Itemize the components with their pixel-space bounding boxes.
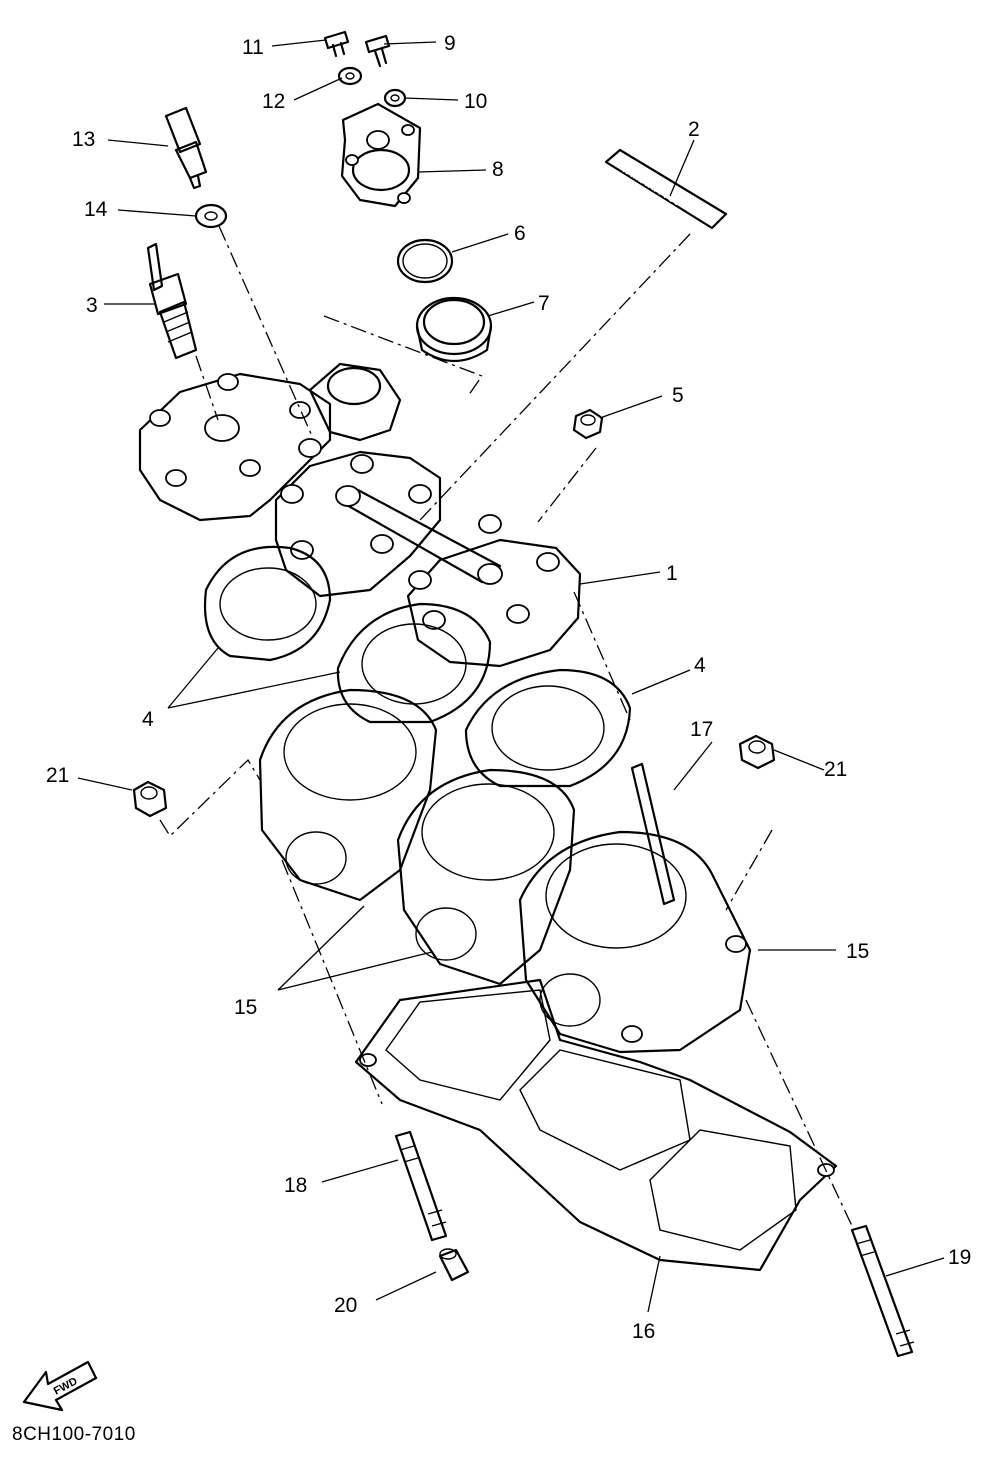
callout-15-left: 15 bbox=[234, 996, 257, 1019]
bolt-11 bbox=[323, 30, 350, 58]
callout-16: 16 bbox=[632, 1320, 655, 1343]
cylinder-15-front bbox=[518, 830, 752, 1054]
washer-14 bbox=[194, 203, 228, 229]
nut-20 bbox=[438, 1248, 470, 1282]
callout-4-left: 4 bbox=[142, 708, 154, 731]
stud-17 bbox=[630, 762, 676, 906]
head-gasket-4-front bbox=[464, 668, 632, 788]
assembly-line-21-right bbox=[725, 829, 773, 911]
assembly-line-7 bbox=[323, 315, 484, 397]
callout-12: 12 bbox=[262, 90, 285, 113]
nut-10 bbox=[383, 88, 407, 108]
callout-9: 9 bbox=[444, 32, 456, 55]
callout-14: 14 bbox=[84, 198, 108, 221]
thermostat-cover-8 bbox=[340, 102, 422, 208]
callout-6: 6 bbox=[514, 222, 526, 245]
fitting-ring-7 bbox=[415, 296, 493, 362]
bolt-9 bbox=[364, 34, 391, 68]
cylinder-15-rear bbox=[258, 688, 438, 902]
stud-18 bbox=[394, 1130, 448, 1242]
fwd-arrow-icon: FWD bbox=[22, 1360, 98, 1412]
base-gasket-16 bbox=[354, 978, 838, 1272]
callout-11: 11 bbox=[242, 36, 264, 59]
callout-21-left: 21 bbox=[46, 764, 69, 787]
diagram-code: 8CH100-7010 bbox=[12, 1424, 136, 1445]
spark-plug-3 bbox=[146, 242, 198, 360]
callout-8: 8 bbox=[492, 158, 504, 181]
nut-5 bbox=[572, 408, 604, 440]
callout-5: 5 bbox=[672, 384, 684, 407]
head-gasket-4-rear bbox=[204, 545, 332, 662]
assembly-line-4 bbox=[573, 591, 631, 721]
assembly-line-2 bbox=[419, 233, 691, 521]
callout-18: 18 bbox=[284, 1174, 307, 1197]
callout-2: 2 bbox=[688, 118, 700, 141]
assembly-line-18 bbox=[281, 859, 383, 1105]
callout-7: 7 bbox=[538, 292, 550, 315]
callout-21-right: 21 bbox=[824, 758, 847, 781]
callout-4-right: 4 bbox=[694, 654, 706, 677]
nut-21-left bbox=[132, 780, 168, 818]
decal-2: YAMAHA 700 bbox=[604, 148, 728, 230]
callout-20: 20 bbox=[334, 1294, 357, 1317]
callout-19: 19 bbox=[948, 1246, 971, 1269]
callout-15-right: 15 bbox=[846, 940, 869, 963]
stud-19 bbox=[850, 1224, 915, 1358]
cylinder-15-middle bbox=[396, 768, 576, 986]
callout-13: 13 bbox=[72, 128, 95, 151]
callout-1: 1 bbox=[666, 562, 678, 585]
washer-12 bbox=[337, 66, 363, 86]
assembly-line-5 bbox=[537, 447, 597, 523]
callout-numbers: 11 9 12 10 13 8 2 14 6 3 7 5 1 4 4 17 21… bbox=[46, 32, 971, 1343]
o-ring-6 bbox=[396, 238, 454, 284]
leader-lines bbox=[77, 39, 945, 1313]
assembly-line-19 bbox=[745, 999, 853, 1227]
assembly-line-21-left bbox=[159, 758, 261, 838]
callout-3: 3 bbox=[86, 294, 98, 317]
temperature-sensor-13 bbox=[164, 106, 208, 190]
callout-10: 10 bbox=[464, 90, 487, 113]
assembly-line-14 bbox=[218, 225, 313, 437]
assembly-line-3 bbox=[195, 355, 219, 421]
nut-21-right bbox=[738, 734, 776, 770]
callout-17: 17 bbox=[690, 718, 713, 741]
